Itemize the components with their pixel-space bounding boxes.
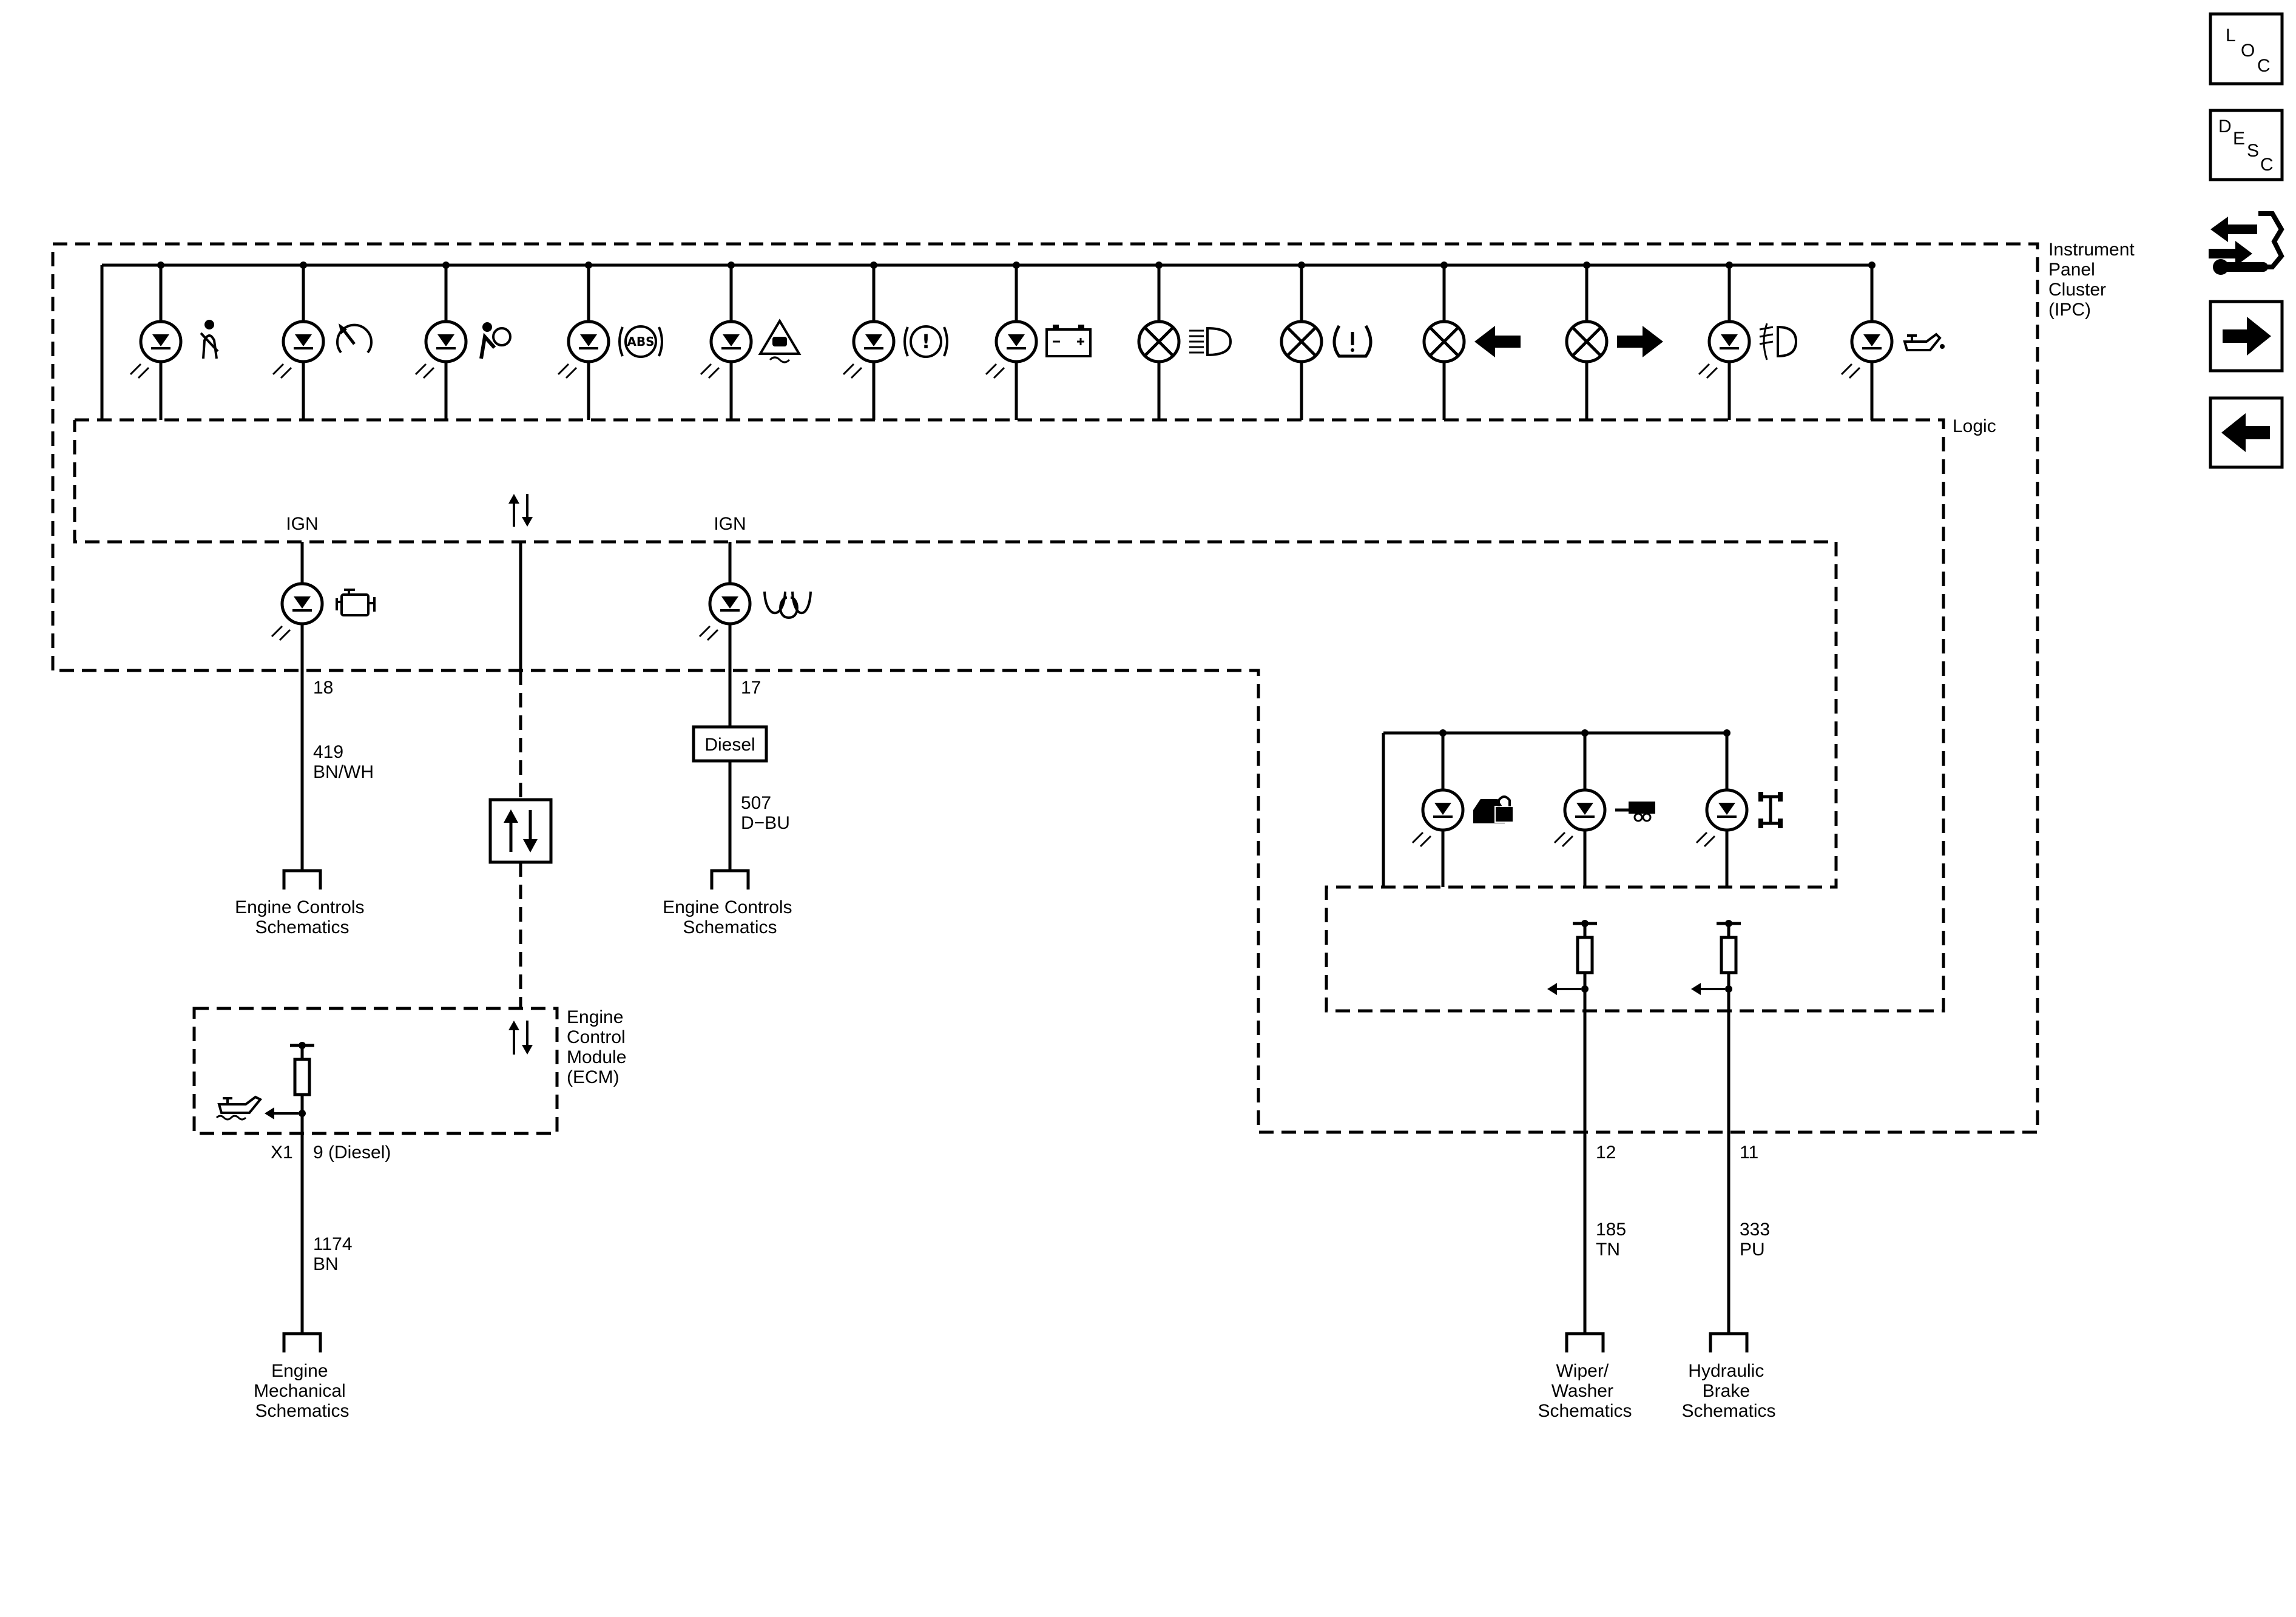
next-page-button[interactable]	[2209, 300, 2284, 373]
ipc-indicator-battery	[985, 262, 1092, 420]
connector-repair-icon[interactable]	[2209, 211, 2284, 275]
ecm-label: Engine Control Module (ECM)	[567, 1007, 632, 1087]
ecm-boundary	[192, 1007, 559, 1135]
check-engine-destination: Engine Controls Schematics	[235, 897, 370, 937]
fog-lamp-icon	[1759, 323, 1798, 360]
ipc-indicator-tire-pressure	[1280, 262, 1373, 420]
ign-label-check-engine: IGN	[286, 514, 318, 534]
airbag-icon	[479, 322, 512, 359]
washer-wire-color: TN	[1596, 1240, 1620, 1260]
engine-mechanical-ref-terminal	[282, 1332, 322, 1352]
svg-text:C: C	[2257, 56, 2271, 76]
brake-warning-icon: !	[903, 325, 948, 358]
ipc-indicator-fog-lamp	[1698, 262, 1798, 420]
oil-level-circuit: 1174	[313, 1234, 353, 1254]
glow-plug-ref-terminal	[710, 869, 750, 890]
next-arrow-icon	[2223, 317, 2271, 356]
ecm-oil-level-switch	[265, 1042, 314, 1119]
brake-pin: 11	[1740, 1143, 1758, 1163]
serial-data-arrows-ipc	[508, 494, 533, 527]
svg-text:S: S	[2247, 141, 2259, 161]
svg-text:O: O	[2241, 41, 2255, 61]
turn-right-arrow-icon	[1617, 326, 1663, 357]
check-engine-circuit: 419	[313, 742, 343, 762]
ecm-oil-icon	[215, 1095, 263, 1121]
traction-control-icon	[758, 319, 802, 363]
ipc-indicator-four-wheel-drive	[1695, 729, 1783, 887]
ipc-logic-boundary	[73, 418, 1945, 1013]
svg-text:E: E	[2233, 129, 2245, 149]
oil-level-wire-color: BN	[313, 1254, 339, 1274]
ipc-indicator-seatbelt	[129, 262, 219, 420]
ipc-indicator-theft-security	[1411, 729, 1514, 887]
svg-text:!: !	[922, 330, 931, 353]
glow-plug-indicator	[698, 582, 812, 641]
loc-button[interactable]: L O C	[2209, 12, 2284, 86]
ecm-connector: X1	[271, 1143, 293, 1163]
theft-security-icon	[1473, 795, 1514, 823]
washer-fluid-switch	[1547, 920, 1597, 995]
ipc-label: Instrument Panel Cluster (IPC)	[2048, 240, 2139, 320]
svg-text:C: C	[2260, 155, 2274, 175]
previous-arrow-icon	[2221, 413, 2270, 452]
tire-pressure-icon	[1332, 325, 1373, 358]
diesel-option-box	[692, 725, 768, 763]
serial-data-inline-symbol	[488, 798, 553, 864]
seatbelt-icon	[200, 320, 219, 359]
abs-icon: ABS	[618, 325, 663, 358]
ipc-indicator-turn-right-arrow	[1565, 262, 1663, 420]
ipc-indicator-high-beam	[1137, 262, 1232, 420]
engine-mechanical-destination: Engine Mechanical Schematics	[254, 1361, 351, 1421]
ipc-indicator-abs: ABS	[557, 262, 663, 420]
glow-plug-circuit: 507	[741, 793, 771, 813]
brake-wire-color: PU	[1740, 1240, 1765, 1260]
ipc-indicator-traction-control	[700, 262, 802, 420]
glow-plug-destination: Engine Controls Schematics	[663, 897, 797, 937]
diesel-option-label: Diesel	[704, 735, 755, 755]
ipc-indicator-trailer-tow	[1553, 729, 1655, 887]
ipc-indicator-service-vehicle-speedometer	[272, 262, 373, 420]
brake-ref-terminal	[1709, 1332, 1749, 1352]
washer-pin: 12	[1596, 1143, 1616, 1163]
brake-destination: Hydraulic Brake Schematics	[1681, 1361, 1775, 1421]
glow-plug-icon	[763, 591, 812, 619]
check-engine-indicator	[271, 582, 376, 641]
glow-plug-pin: 17	[741, 678, 761, 698]
top-indicator-row: ABS!	[129, 262, 1945, 420]
glow-plug-wire-color: D−BU	[741, 813, 790, 833]
brake-circuit: 333	[1740, 1220, 1770, 1240]
desc-button[interactable]: D E S C	[2209, 109, 2284, 181]
serial-data-arrows-ecm	[508, 1021, 533, 1055]
washer-destination: Wiper/ Washer Schematics	[1538, 1361, 1632, 1421]
ecm-pin: 9 (Diesel)	[313, 1143, 391, 1163]
previous-page-button[interactable]	[2209, 396, 2284, 469]
check-engine-icon	[336, 589, 376, 616]
oil-pressure-icon	[1903, 333, 1945, 351]
high-beam-icon	[1189, 326, 1232, 357]
battery-icon	[1045, 325, 1092, 357]
ipc-indicator-brake-warning: !	[842, 262, 948, 420]
check-engine-ref-terminal	[282, 869, 322, 890]
check-engine-pin: 18	[313, 678, 333, 698]
brake-fluid-switch	[1691, 920, 1741, 995]
svg-text:ABS: ABS	[627, 334, 654, 349]
washer-ref-terminal	[1565, 1332, 1605, 1352]
ipc-boundary	[51, 242, 2039, 1134]
ipc-indicator-airbag	[414, 262, 512, 420]
four-wheel-drive-icon	[1758, 792, 1783, 828]
check-engine-wire-color: BN/WH	[313, 762, 374, 782]
ipc-indicator-oil-pressure	[1840, 262, 1945, 420]
ipc-indicator-turn-left-arrow	[1422, 262, 1521, 420]
turn-left-arrow-icon	[1474, 326, 1521, 357]
lower-indicator-row	[1411, 729, 1783, 887]
washer-circuit: 185	[1596, 1220, 1626, 1240]
trailer-tow-icon	[1615, 802, 1655, 822]
svg-text:D: D	[2218, 116, 2232, 137]
svg-text:L: L	[2226, 25, 2236, 46]
logic-label: Logic	[1953, 416, 1996, 436]
service-vehicle-speedometer-icon	[336, 323, 373, 354]
ign-label-glow-plug: IGN	[714, 514, 746, 534]
